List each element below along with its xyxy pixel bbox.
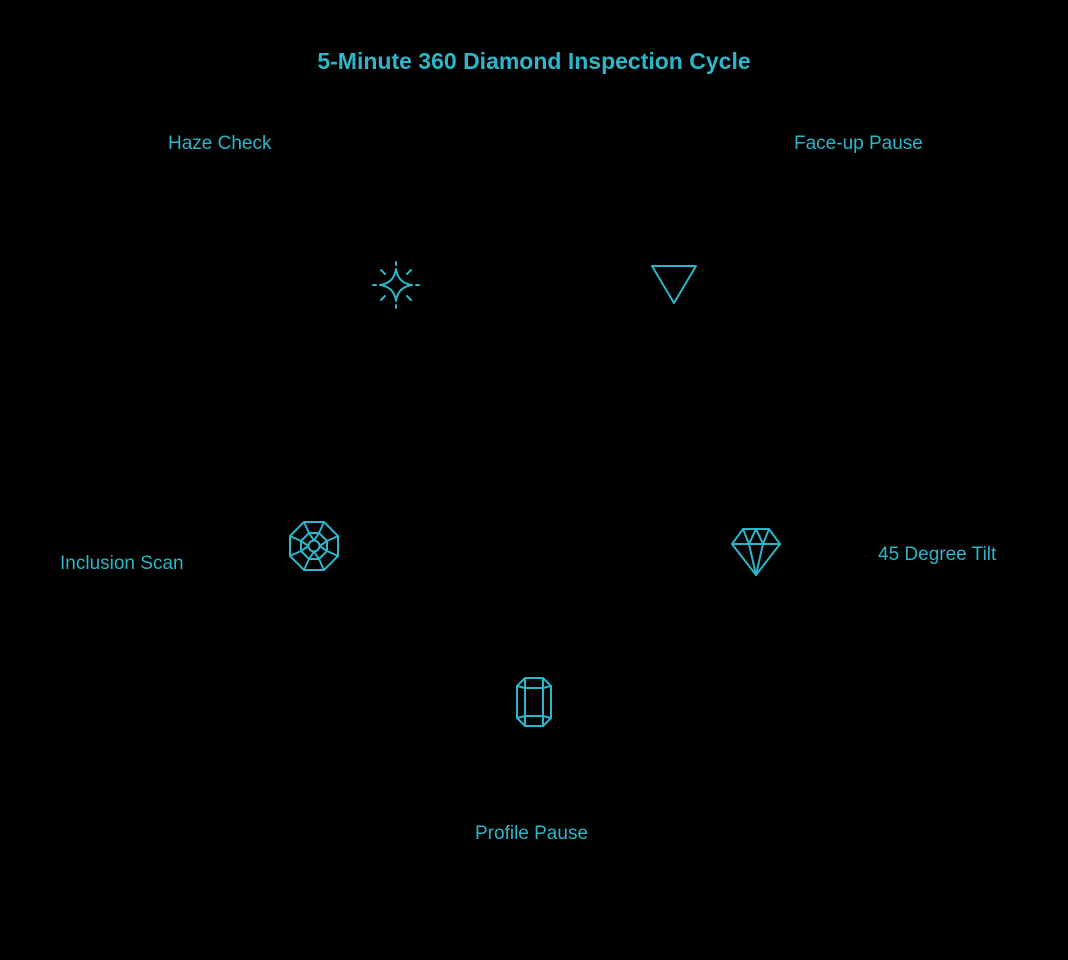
step-label-face-up-pause: Face-up Pause	[794, 133, 923, 154]
diagram-title: 5-Minute 360 Diamond Inspection Cycle	[317, 48, 751, 74]
step-label-inclusion-scan: Inclusion Scan	[60, 553, 184, 574]
inverted-triangle-icon	[647, 258, 701, 312]
step-label-profile-pause: Profile Pause	[475, 823, 589, 844]
step-label-45-degree-tilt: 45 Degree Tilt	[878, 544, 997, 565]
step-label-haze-check: Haze Check	[168, 133, 272, 154]
octagon-facet-icon	[287, 519, 341, 573]
emerald-cut-icon	[507, 675, 561, 729]
sparkle-icon	[369, 258, 423, 312]
diamond-gem-icon	[729, 525, 783, 579]
